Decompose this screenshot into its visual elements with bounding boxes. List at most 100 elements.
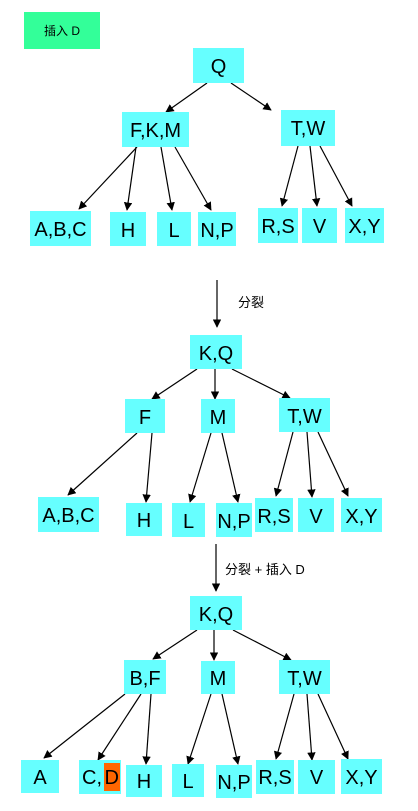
node-label: M [210, 407, 227, 429]
tree-node [30, 211, 91, 246]
edge [306, 693, 316, 761]
edge [273, 693, 295, 760]
edge [317, 431, 349, 497]
edge [67, 432, 138, 496]
edge [279, 145, 299, 207]
node-label: Q [211, 56, 227, 78]
node-label: T,W [287, 668, 322, 690]
tree-node [216, 503, 252, 537]
step-split: 分裂 [212, 280, 264, 328]
tree-node [124, 660, 166, 694]
node-label: L [183, 511, 194, 533]
node-label: F [139, 407, 151, 429]
node-label: A,B,C [34, 219, 86, 241]
node-label: X,Y [345, 506, 377, 528]
step-label: 分裂 + 插入 D [225, 562, 305, 577]
node-label: C, [82, 767, 102, 789]
tree-node [38, 497, 99, 532]
title-badge: 插入 D [24, 12, 100, 49]
edge [97, 693, 142, 761]
edge [319, 145, 353, 207]
tree-node [193, 48, 244, 83]
step-label: 分裂 [238, 295, 264, 310]
node-label: H [137, 771, 151, 793]
tree-node [279, 660, 330, 694]
edge [174, 146, 212, 211]
tree-1: Q F,K,M T,W A,B,C H L N,P R,S V X,Y [30, 48, 384, 246]
tree-node [126, 503, 162, 536]
edge [317, 693, 349, 760]
node-label: X,Y [345, 767, 377, 789]
edge [186, 693, 212, 765]
tree-node [345, 208, 384, 243]
node-label: T,W [291, 118, 326, 140]
node-label: R,S [258, 767, 291, 789]
edge [273, 431, 294, 497]
tree-node [190, 596, 242, 630]
inserted-key-label: D [105, 767, 119, 789]
edge [188, 432, 212, 503]
edge [151, 368, 198, 400]
tree-node [198, 212, 236, 246]
node-label: V [309, 506, 323, 528]
edge [78, 146, 138, 210]
tree-3: K,Q B,F M T,W A C, D H L N,P R,S V X,Y [21, 596, 382, 798]
tree-node [255, 498, 293, 532]
tree-node [256, 760, 294, 794]
edge [165, 82, 208, 113]
edge [160, 146, 175, 211]
node-label: F,K,M [130, 120, 181, 142]
node-label: T,W [287, 406, 322, 428]
node-label: X,Y [348, 216, 380, 238]
edge [152, 629, 198, 660]
edge [221, 693, 241, 765]
edge [221, 432, 241, 503]
node-label: N,P [217, 772, 250, 794]
step-split-insert: 分裂 + 插入 D [211, 544, 305, 592]
node-label: K,Q [199, 604, 233, 626]
tree-node [172, 764, 204, 797]
edge [230, 82, 272, 111]
node-label: N,P [200, 220, 233, 242]
node-label: H [121, 220, 135, 242]
tree-node [21, 760, 59, 793]
tree-node [125, 399, 165, 433]
node-label: V [310, 767, 324, 789]
tree-node [201, 661, 235, 694]
node-label: R,S [257, 506, 290, 528]
tree-node [126, 765, 162, 797]
tree-node [190, 335, 242, 369]
node-label: B,F [129, 668, 160, 690]
tree-node [258, 208, 298, 243]
tree-node [302, 208, 337, 243]
node-label: V [313, 216, 327, 238]
tree-node [172, 503, 205, 537]
node-label: K,Q [199, 343, 233, 365]
title-text: 插入 D [44, 24, 80, 38]
edge [231, 368, 291, 399]
node-label: H [137, 510, 151, 532]
tree-node [341, 498, 382, 532]
tree-node [157, 212, 191, 246]
tree-node [201, 399, 235, 433]
tree-node [281, 110, 335, 146]
edge [142, 432, 153, 503]
node-label: A [33, 767, 47, 789]
node-label: R,S [261, 216, 294, 238]
edge [232, 629, 292, 661]
edge [43, 693, 126, 759]
tree-node [216, 765, 252, 798]
tree-node [279, 398, 330, 432]
edge [142, 693, 152, 765]
edge [306, 431, 316, 498]
tree-node [298, 498, 334, 532]
tree-node [110, 212, 146, 246]
node-label: M [210, 668, 227, 690]
edge [309, 145, 321, 207]
inserted-key-highlight [104, 763, 120, 791]
node-label: L [182, 771, 193, 793]
node-label: L [168, 220, 179, 242]
tree-node [341, 759, 382, 794]
tree-2: K,Q F M T,W A,B,C H L N,P R,S V X,Y [38, 335, 382, 537]
